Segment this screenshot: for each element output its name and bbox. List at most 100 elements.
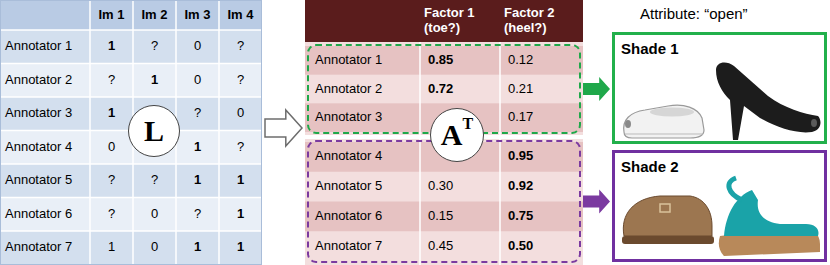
matrix-symbol: L xyxy=(128,105,180,157)
table-cell: 0.95 xyxy=(500,142,579,172)
table-row-fill xyxy=(0,30,262,64)
grid-line xyxy=(0,163,262,165)
grid-line xyxy=(419,42,421,265)
shade-box: Shade 1 xyxy=(612,32,827,144)
table-row-fill xyxy=(305,46,583,75)
table-cell: 0.21 xyxy=(500,75,579,104)
table-cell: 0 xyxy=(133,231,176,265)
grid-line xyxy=(0,63,262,65)
grid-line xyxy=(0,96,262,98)
table-cell: 0 xyxy=(90,131,133,165)
block-arrow xyxy=(265,110,302,146)
table-cell: 0.45 xyxy=(420,231,500,261)
table-row-fill xyxy=(0,198,262,232)
peep-toe xyxy=(811,119,817,127)
table-cell: ? xyxy=(176,97,219,131)
matrix-table: Im 1Im 2Im 3Im 4Annotator 11?0?Annotator… xyxy=(0,0,262,265)
column-header: Im 4 xyxy=(219,0,262,30)
clog-shoe xyxy=(623,196,712,236)
table-cell: 1 xyxy=(176,231,219,265)
table-cell: ? xyxy=(90,64,133,98)
matrix-letter: L xyxy=(144,116,164,146)
table-cell: ? xyxy=(133,164,176,198)
table-header-fill xyxy=(0,0,262,30)
table-cell: 1 xyxy=(176,131,219,165)
table-cell: Annotator 5 xyxy=(0,164,90,198)
grid-line xyxy=(218,0,220,265)
table-cell: 0.12 xyxy=(500,46,579,75)
table-cell: Annotator 4 xyxy=(311,142,415,172)
table-cell: 1 xyxy=(133,64,176,98)
grid-line xyxy=(0,230,262,232)
table-cell: 0 xyxy=(176,30,219,64)
flat-shoe xyxy=(624,105,704,138)
attribute-label: Attribute: “open” xyxy=(640,5,748,22)
table-cell: Annotator 5 xyxy=(311,172,415,202)
group-arrow xyxy=(583,190,610,214)
shade-title: Shade 2 xyxy=(621,156,741,178)
table-cell: Annotator 3 xyxy=(311,103,415,132)
table-cell: ? xyxy=(219,64,262,98)
table-row-fill xyxy=(0,164,262,198)
table-cell: 0.75 xyxy=(500,202,579,232)
matrix-symbol: AT xyxy=(430,108,484,162)
group-arrow xyxy=(583,77,610,101)
table-cell: 0 xyxy=(133,198,176,232)
column-header: Im 1 xyxy=(90,0,133,30)
table-cell: Annotator 3 xyxy=(0,97,90,131)
table-row-fill xyxy=(305,202,583,232)
clog-buckle xyxy=(660,204,670,212)
grid-line xyxy=(0,197,262,199)
wedge-strap xyxy=(729,178,742,200)
shade-box: Shade 2 xyxy=(612,150,827,262)
table-row-fill xyxy=(0,64,262,98)
table-cell: 0.17 xyxy=(500,103,579,132)
matrix-letter: A xyxy=(441,120,463,150)
table-cell: ? xyxy=(219,30,262,64)
table-cell: 1 xyxy=(176,164,219,198)
table-cell: 0 xyxy=(219,97,262,131)
table-cell: 1 xyxy=(90,30,133,64)
table-border xyxy=(1,1,262,265)
table-cell: Annotator 1 xyxy=(0,30,90,64)
table-cell: Annotator 2 xyxy=(311,75,415,104)
column-header: Im 2 xyxy=(133,0,176,30)
shade-title: Shade 1 xyxy=(621,38,741,60)
table-header-fill xyxy=(305,0,583,42)
table-cell: 1 xyxy=(219,231,262,265)
matrix-letter: T xyxy=(463,116,474,132)
table-cell: 0.92 xyxy=(500,172,579,202)
table-cell: Annotator 1 xyxy=(311,46,415,75)
table-cell: Annotator 4 xyxy=(0,131,90,165)
shoe-opening xyxy=(650,108,694,117)
table-cell: 0.72 xyxy=(420,75,500,104)
table-cell: Annotator 7 xyxy=(0,231,90,265)
table-cell: ? xyxy=(133,30,176,64)
table-row-fill xyxy=(0,231,262,265)
table-cell: 0.85 xyxy=(420,46,500,75)
table-cell: ? xyxy=(176,198,219,232)
grid-line xyxy=(0,29,262,31)
table-cell: 0 xyxy=(176,64,219,98)
table-cell: 1 xyxy=(219,198,262,232)
table-cell: ? xyxy=(219,131,262,165)
clog-sole xyxy=(622,236,714,244)
table-cell: 1 xyxy=(90,231,133,265)
heel-shoe xyxy=(716,63,820,140)
table-cell: Annotator 6 xyxy=(0,198,90,232)
shoe-sole xyxy=(625,134,703,135)
grid-line xyxy=(499,42,501,265)
table-cell: Factor 1 (toe?) xyxy=(420,0,505,42)
grid-line xyxy=(89,0,91,265)
table-cell: Annotator 6 xyxy=(311,202,415,232)
table-cell: 1 xyxy=(219,164,262,198)
table-body-fill xyxy=(305,42,583,265)
table-cell: Annotator 7 xyxy=(311,231,415,261)
table-cell: ? xyxy=(90,164,133,198)
table-cell: 1 xyxy=(90,97,133,131)
table-cell: Annotator 2 xyxy=(0,64,90,98)
table-cell: 0.15 xyxy=(420,202,500,232)
table-cell: 0.50 xyxy=(500,231,579,261)
table-cell: Factor 2 (heel?) xyxy=(500,0,583,42)
